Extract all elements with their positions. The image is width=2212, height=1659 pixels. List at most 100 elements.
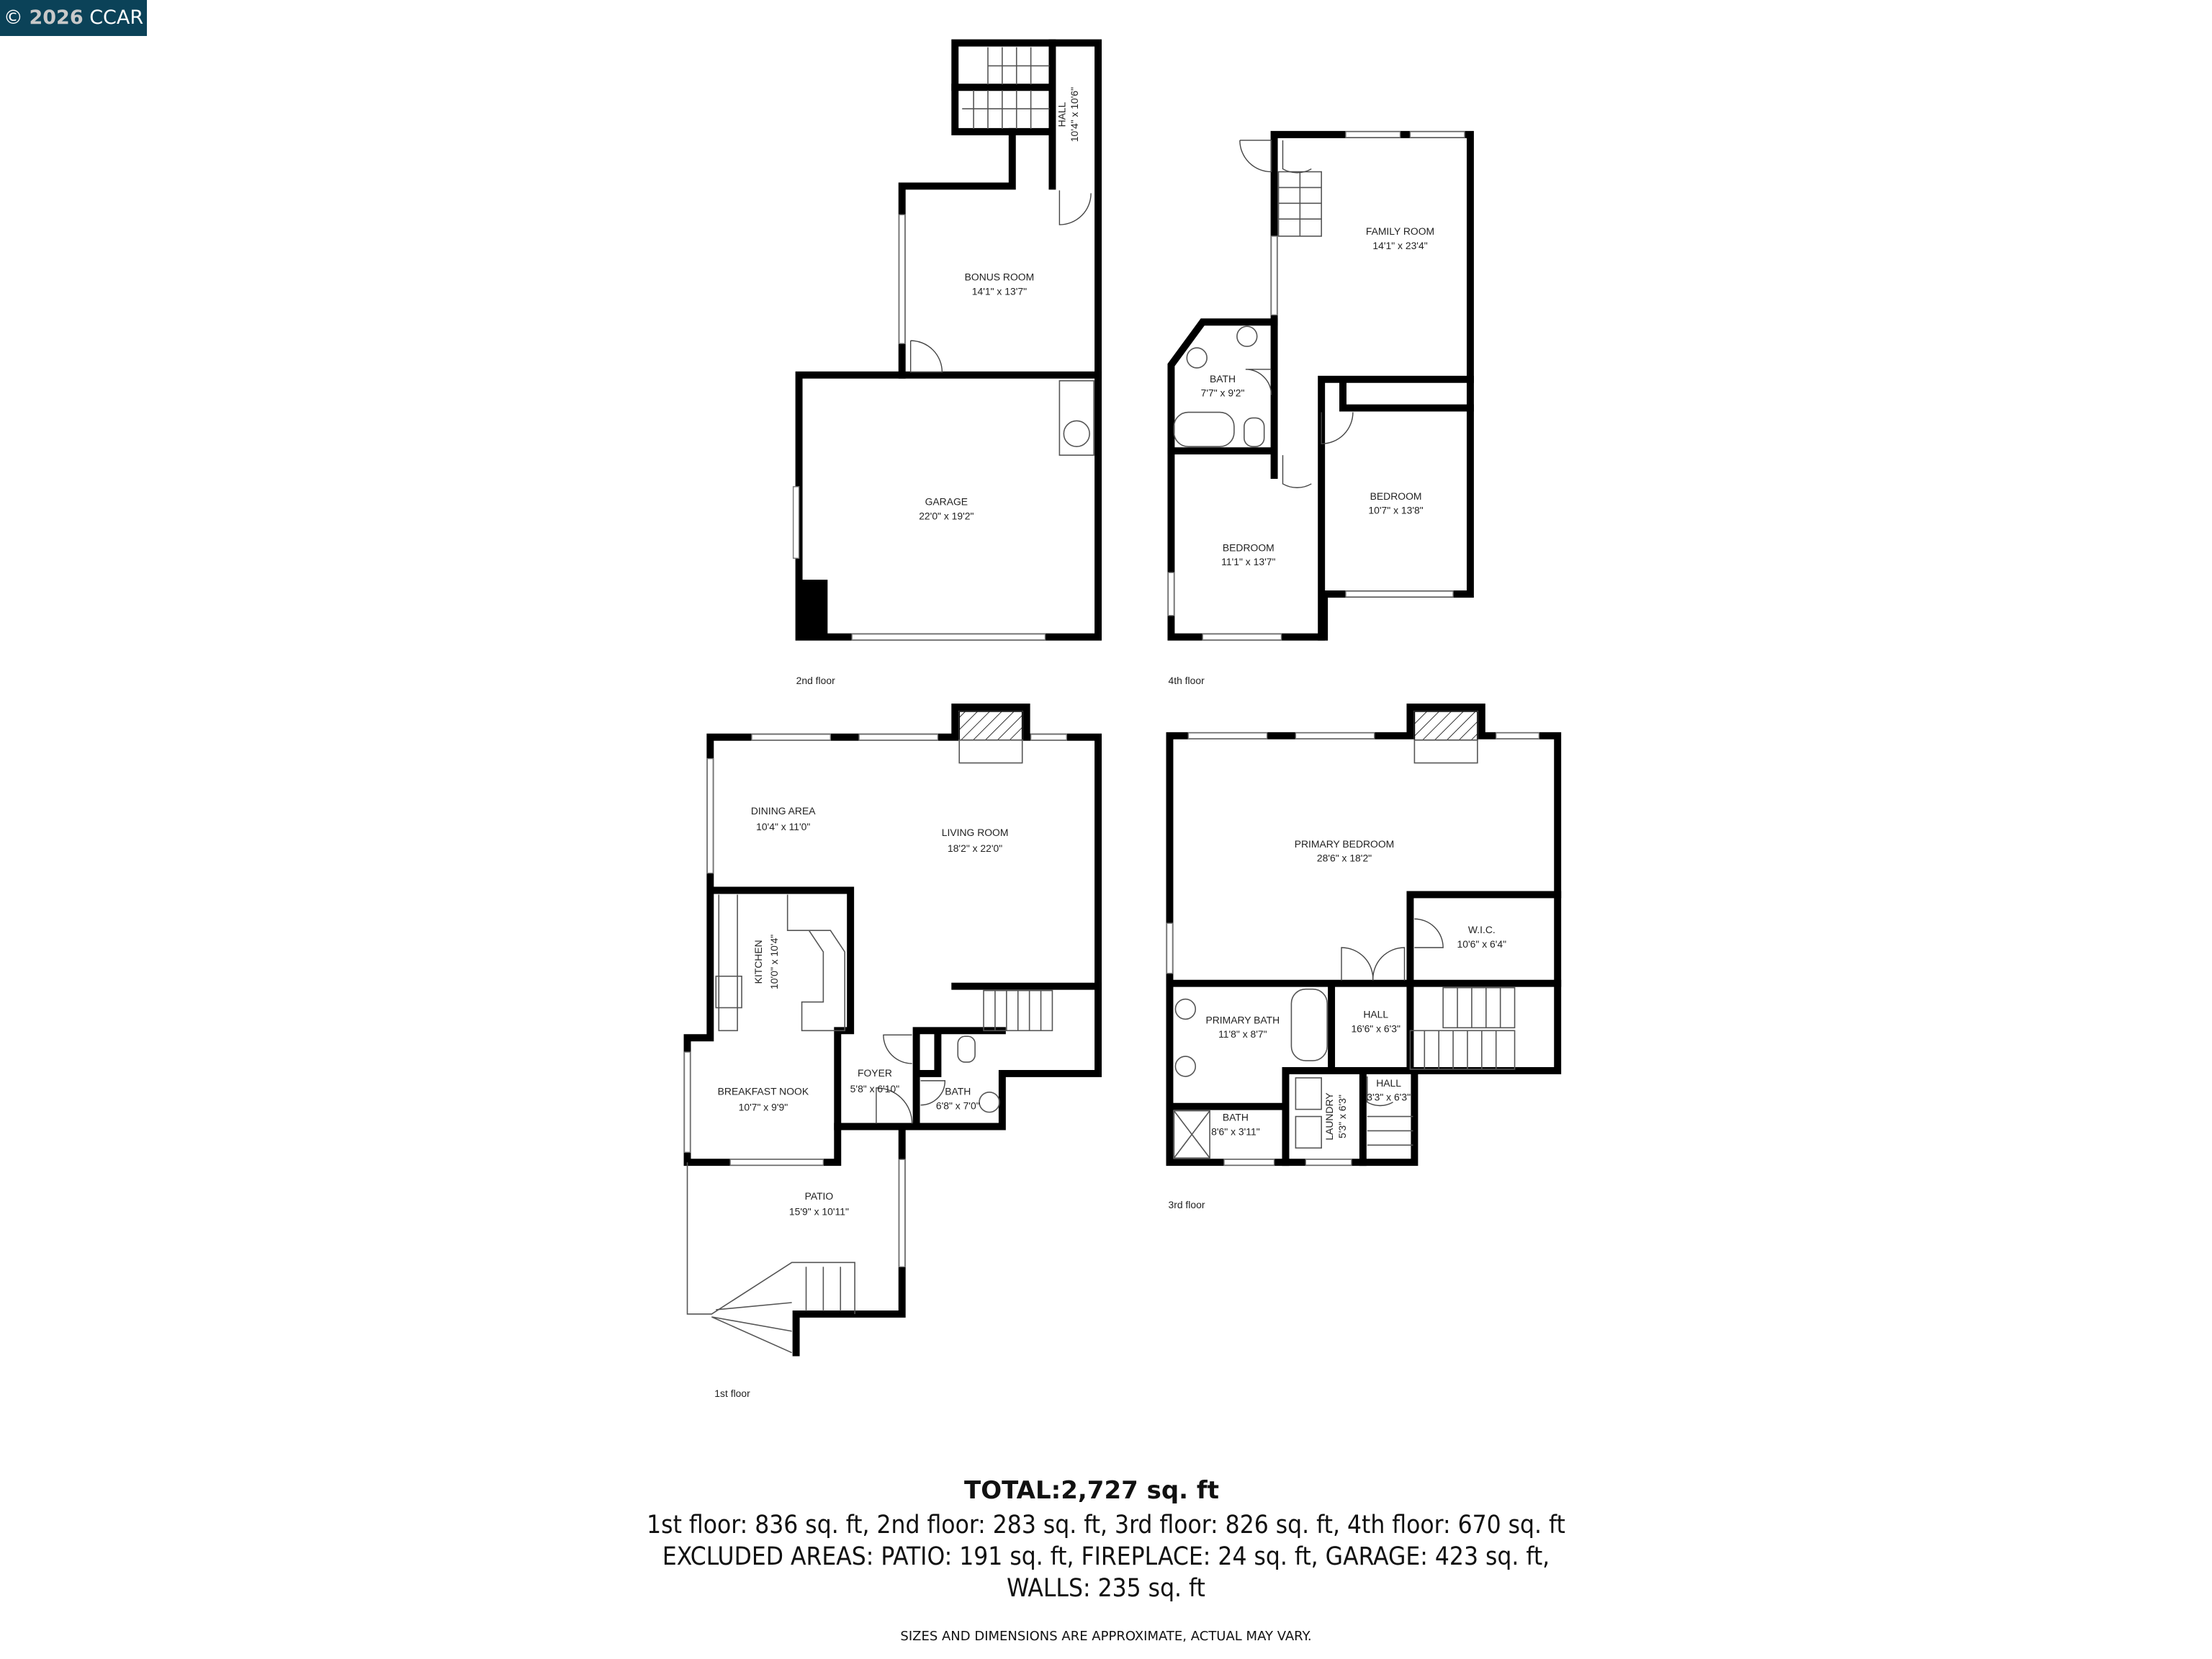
window	[899, 214, 906, 344]
door	[883, 1034, 912, 1064]
column	[799, 580, 828, 637]
excluded-areas: EXCLUDED AREAS: PATIO: 191 sq. ft, FIREP…	[662, 1542, 1550, 1571]
window	[899, 1159, 906, 1268]
room-name: GARAGE	[925, 496, 968, 508]
window	[706, 757, 714, 874]
room-name: BONUS ROOM	[965, 271, 1035, 283]
room-name: LIVING ROOM	[942, 827, 1009, 838]
room-name: BATH	[945, 1086, 971, 1097]
sink-icon	[979, 1091, 1000, 1113]
floor-1st: DINING AREA 10'4" x 11'0" LIVING ROOM 18…	[683, 703, 1102, 1399]
room-name: BEDROOM	[1370, 490, 1422, 502]
room-dims: 22'0" x 19'2"	[919, 511, 974, 522]
stairs	[983, 989, 1053, 1032]
walls	[834, 982, 1102, 1130]
window	[1202, 633, 1282, 641]
stairs	[1277, 171, 1322, 237]
window	[1409, 131, 1465, 138]
room-name: PRIMARY BATH	[1205, 1014, 1280, 1025]
sink-icon	[1186, 347, 1208, 369]
hearth	[1413, 739, 1478, 764]
room-name: BREAKFAST NOOK	[718, 1086, 809, 1097]
room-dims: 8'6" x 3'11"	[1211, 1125, 1260, 1137]
window	[1345, 590, 1454, 598]
hearth	[958, 739, 1023, 764]
room-dims: 3'3" x 6'3"	[1367, 1092, 1411, 1103]
floor-2nd: HALL 10'4" x 10'6" BONUS ROOM 14'1" x 13…	[792, 39, 1102, 686]
floor-3rd: PRIMARY BEDROOM 28'6" x 18'2" W.I.C. 10'…	[1166, 703, 1562, 1210]
bathtub-icon	[1173, 411, 1235, 448]
copyright-symbol: ©	[3, 6, 23, 29]
window	[1187, 732, 1268, 739]
room-name: HALL	[1363, 1008, 1388, 1020]
window	[858, 734, 939, 741]
window	[1223, 1159, 1275, 1166]
room-dims: 6'8" x 7'0"	[936, 1100, 980, 1112]
door	[876, 1087, 913, 1124]
room-dims: 10'7" x 9'9"	[739, 1102, 788, 1113]
total-area: TOTAL:2,727 sq. ft	[964, 1476, 1219, 1505]
room-name: DINING AREA	[751, 805, 816, 817]
copyright-year: 2026	[29, 6, 84, 29]
shower-icon	[1173, 1110, 1210, 1159]
window	[1295, 732, 1375, 739]
room-dims: 11'1" x 13'7"	[1221, 556, 1275, 567]
room-name: BATH	[1210, 373, 1236, 385]
room-dims: 10'4" x 11'0"	[756, 821, 810, 832]
window	[792, 486, 800, 559]
room-dims: 14'1" x 13'7"	[972, 286, 1027, 297]
kitchen-counters	[715, 894, 845, 1032]
window	[1305, 1159, 1352, 1166]
window	[1496, 732, 1540, 739]
room-name: BATH	[1223, 1112, 1249, 1123]
floor-areas: 1st floor: 836 sq. ft, 2nd floor: 283 sq…	[647, 1511, 1565, 1539]
door	[1321, 412, 1354, 444]
water-heater	[1058, 379, 1094, 456]
walls	[1167, 318, 1474, 641]
room-name: FOYER	[858, 1067, 892, 1079]
garage-door	[851, 633, 1046, 641]
door	[1414, 918, 1444, 948]
door	[1058, 190, 1092, 225]
room-dims: 10'0" x 10'4"	[768, 935, 780, 989]
room-name: KITCHEN	[752, 940, 764, 984]
shower-icon	[1173, 1110, 1210, 1159]
toilet-icon	[957, 1035, 976, 1063]
door	[920, 1080, 946, 1106]
copyright-org: CCAR	[89, 6, 144, 29]
floor-label: 4th floor	[1168, 675, 1205, 686]
room-dims: 11'8" x 8'7"	[1218, 1028, 1267, 1040]
disclaimer: SIZES AND DIMENSIONS ARE APPROXIMATE, AC…	[900, 1629, 1312, 1644]
patio-stairs	[686, 1162, 855, 1354]
water-heater-icon	[1063, 420, 1090, 448]
room-dims: 5'3" x 6'3"	[1336, 1094, 1348, 1138]
walls	[1166, 891, 1562, 1166]
room-name: HALL	[1056, 102, 1067, 127]
sink-icon	[1236, 325, 1258, 347]
room-name: BEDROOM	[1223, 541, 1274, 553]
door	[1245, 369, 1272, 395]
floor-label: 3rd floor	[1168, 1199, 1205, 1210]
window	[1166, 922, 1174, 974]
room-name: PATIO	[805, 1190, 834, 1202]
walls	[898, 39, 1102, 379]
room-name: LAUNDRY	[1323, 1092, 1335, 1140]
room-dims: 5'8" x 6'10"	[850, 1083, 900, 1094]
floor-label: 1st floor	[714, 1388, 750, 1399]
door	[1282, 140, 1312, 174]
room-dims: 28'6" x 18'2"	[1317, 853, 1372, 864]
door	[909, 340, 943, 373]
double-door	[1341, 947, 1406, 981]
floor-label: 2nd floor	[796, 675, 835, 686]
stairs	[1367, 986, 1516, 1146]
window	[1167, 572, 1175, 616]
washer-icon	[1295, 1077, 1322, 1110]
walls	[683, 703, 1102, 1357]
room-dims: 16'6" x 6'3"	[1351, 1022, 1401, 1034]
fireplace	[958, 711, 1023, 741]
fireplace	[1413, 711, 1478, 741]
window	[683, 1051, 691, 1153]
room-name: FAMILY ROOM	[1366, 225, 1434, 237]
toilet-icon	[1244, 417, 1265, 448]
